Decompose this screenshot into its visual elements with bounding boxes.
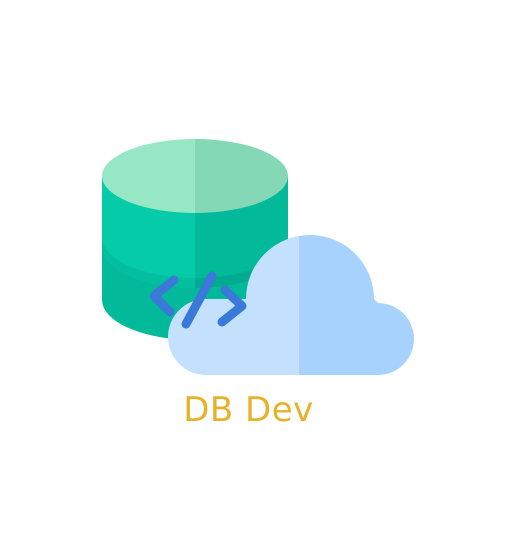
cloud-shape: [168, 236, 299, 375]
code-right-bracket: [217, 285, 247, 327]
database-icon: [102, 139, 288, 340]
cloud-shape-shade: [299, 235, 414, 375]
code-slash: [181, 271, 217, 329]
code-brackets-icon: [149, 271, 247, 329]
database-top: [102, 139, 195, 213]
cloud-icon: [168, 235, 414, 375]
code-left-bracket: [149, 275, 179, 317]
database-band: [102, 238, 195, 288]
database-top-shade: [195, 139, 288, 213]
logo-text: DB Dev: [183, 390, 314, 430]
